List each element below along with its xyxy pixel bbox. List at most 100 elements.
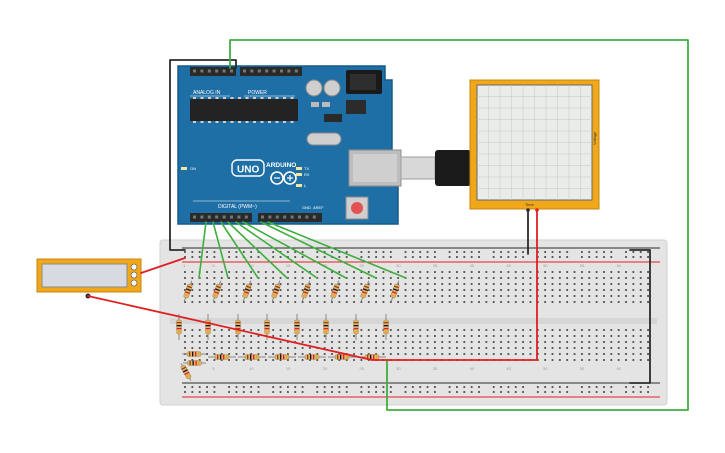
resistor[interactable] <box>268 354 296 360</box>
l-led <box>296 184 302 187</box>
column-number: 35 <box>433 263 438 268</box>
usb-cable[interactable] <box>400 150 471 186</box>
wire-red-meter[interactable] <box>140 257 186 274</box>
on-led <box>181 167 187 170</box>
column-number: 1 <box>183 263 186 268</box>
wire-red-oscilloscope[interactable] <box>87 209 538 361</box>
column-number: 10 <box>249 366 254 371</box>
wire-green-digital[interactable] <box>267 221 407 279</box>
column-number: 60 <box>617 366 622 371</box>
on-label: ON <box>190 166 196 171</box>
wire-green-digital[interactable] <box>220 221 259 279</box>
digital-pwm-label: DIGITAL (PWM~) <box>218 204 257 210</box>
power-label: POWER <box>248 90 267 96</box>
digital-header-low[interactable] <box>190 213 252 222</box>
analog-header[interactable] <box>190 67 236 76</box>
resistor[interactable] <box>176 314 182 340</box>
column-number: 5 <box>212 366 215 371</box>
resistor[interactable] <box>300 280 312 302</box>
wire-green-digital[interactable] <box>260 221 377 279</box>
voltmeter-terminal-3[interactable] <box>130 279 138 287</box>
voltmeter-terminal-2[interactable] <box>130 271 138 279</box>
wire-green-loop[interactable] <box>229 39 689 411</box>
column-number: 35 <box>433 366 438 371</box>
tx-led <box>296 167 302 170</box>
resistor[interactable] <box>298 354 326 360</box>
voltage-regulator <box>346 100 366 114</box>
l-label: L <box>304 183 307 188</box>
column-number: 15 <box>286 366 291 371</box>
atmega-chip <box>190 99 298 121</box>
column-number: 45 <box>506 263 511 268</box>
brand-label: ARDUINO <box>266 162 296 169</box>
resistor[interactable] <box>329 280 341 302</box>
column-number: 55 <box>580 263 585 268</box>
resistor[interactable] <box>238 354 266 360</box>
uno-logo-box <box>231 159 265 177</box>
resistor[interactable] <box>179 362 193 382</box>
voltmeter[interactable] <box>36 258 142 299</box>
column-number: 60 <box>617 263 622 268</box>
resistor[interactable] <box>182 280 194 302</box>
resistor[interactable] <box>389 280 401 302</box>
wires[interactable] <box>87 39 689 411</box>
column-number: 15 <box>286 263 291 268</box>
wire-black-rail-right[interactable] <box>629 249 651 384</box>
arduino-infinity-icon <box>270 171 297 185</box>
rx-led <box>296 173 302 176</box>
wire-green-digital[interactable] <box>235 221 318 279</box>
aref-label: AREF <box>313 205 324 210</box>
arduino-uno-board[interactable]: ANALOG IN POWER UNO <box>177 65 402 225</box>
column-number: 30 <box>396 263 401 268</box>
column-number: 40 <box>470 366 475 371</box>
column-number: 5 <box>212 263 215 268</box>
resistor[interactable] <box>264 314 270 340</box>
breadboard[interactable]: 1155101015152020252530303535404045455050… <box>159 239 668 406</box>
oscilloscope[interactable]: Voltage Time <box>469 79 600 212</box>
digital-header-high[interactable] <box>258 213 322 222</box>
voltmeter-terminal-1[interactable] <box>130 263 138 271</box>
resistor[interactable] <box>323 314 329 340</box>
rx-label: RX <box>304 172 310 177</box>
resistor-network[interactable] <box>176 280 401 382</box>
resistor[interactable] <box>182 351 206 357</box>
column-number: 45 <box>506 366 511 371</box>
resistor[interactable] <box>359 280 371 302</box>
column-number: 30 <box>396 366 401 371</box>
oscilloscope-voltage-label: Voltage <box>592 131 597 145</box>
resistor[interactable] <box>353 314 359 340</box>
breadboard-center-channel <box>170 318 657 324</box>
resistor[interactable] <box>208 354 236 360</box>
column-number: 20 <box>323 366 328 371</box>
resistor[interactable] <box>383 314 389 340</box>
crystal-oscillator <box>306 132 342 146</box>
column-number: 50 <box>543 263 548 268</box>
wire-green-digital[interactable] <box>198 221 207 279</box>
voltmeter-display <box>41 263 128 288</box>
oscilloscope-grid <box>477 85 592 200</box>
wire-black-gnd[interactable] <box>169 59 237 251</box>
resistor[interactable] <box>183 360 206 366</box>
tx-label: TX <box>304 166 309 171</box>
resistor[interactable] <box>270 280 282 302</box>
column-number: 10 <box>249 263 254 268</box>
analog-in-label: ANALOG IN <box>193 90 221 96</box>
wire-green-digital[interactable] <box>212 221 229 279</box>
column-number: 50 <box>543 366 548 371</box>
column-number: 20 <box>323 263 328 268</box>
power-header[interactable] <box>240 67 302 76</box>
resistor[interactable] <box>328 354 356 360</box>
resistor[interactable] <box>358 354 386 360</box>
column-number: 40 <box>470 263 475 268</box>
resistor[interactable] <box>294 314 300 340</box>
model-label: UNO <box>237 165 259 176</box>
wire-green-digital[interactable] <box>242 221 347 279</box>
capacitor-2 <box>323 79 341 97</box>
resistor[interactable] <box>241 280 253 302</box>
column-number: 25 <box>359 366 364 371</box>
wire-green-digital[interactable] <box>227 221 288 279</box>
column-number: 55 <box>580 366 585 371</box>
column-number: 25 <box>359 263 364 268</box>
resistor[interactable] <box>211 280 223 302</box>
